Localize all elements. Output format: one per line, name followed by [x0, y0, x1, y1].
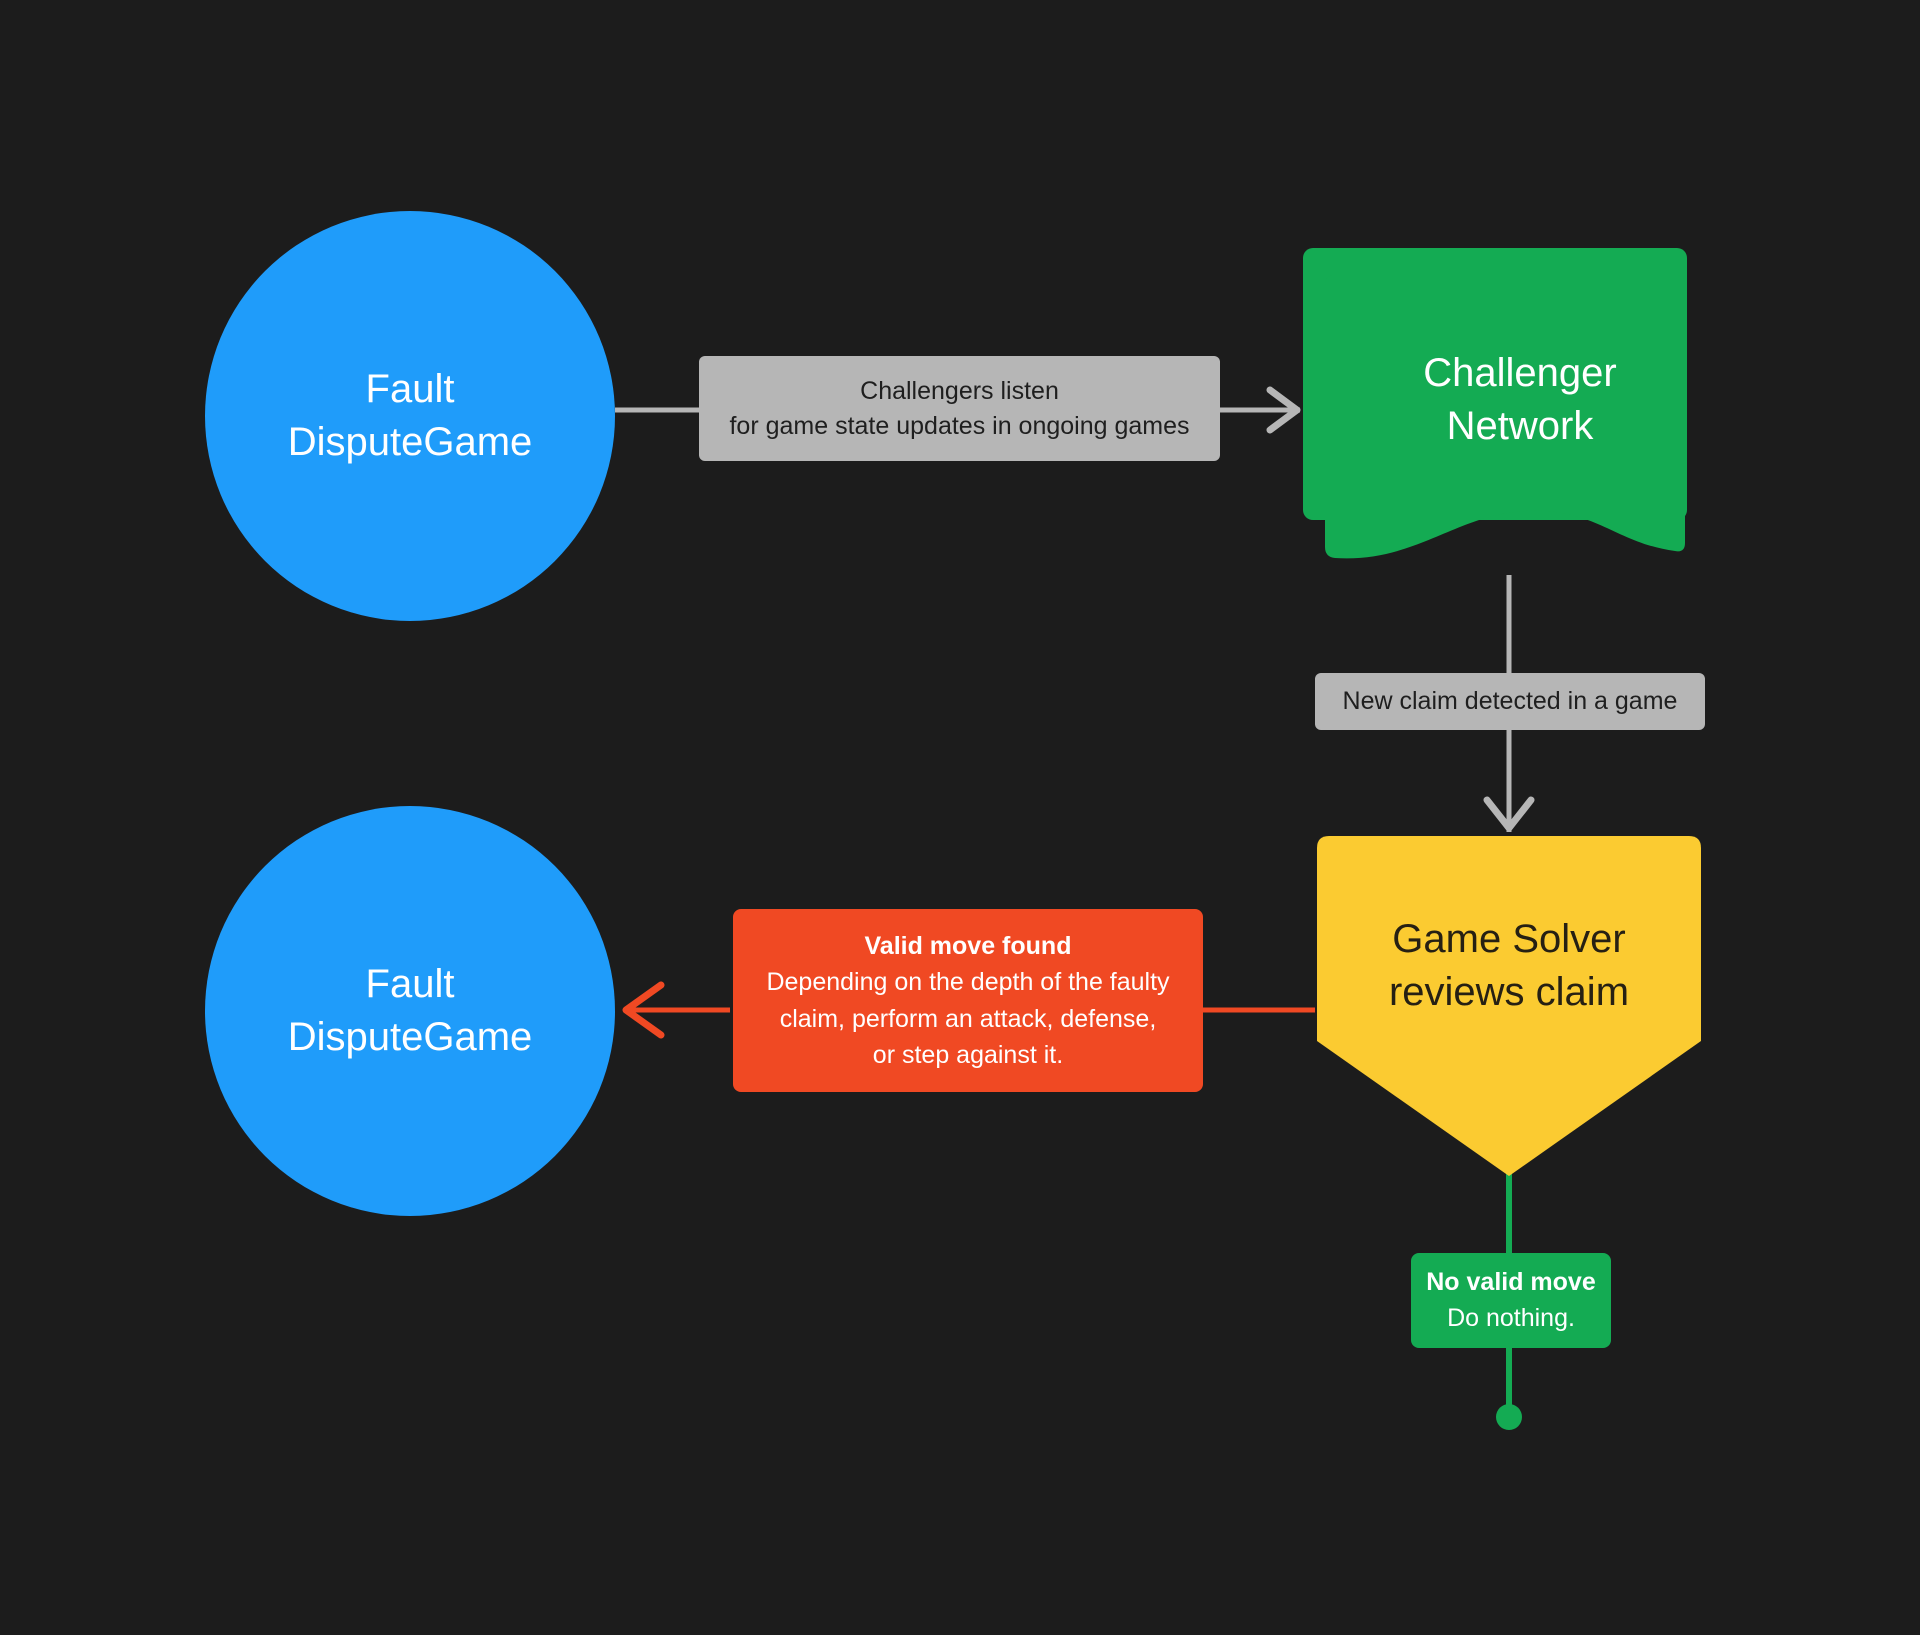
node-label: Fault DisputeGame — [287, 367, 533, 464]
terminator-dot — [1496, 1404, 1522, 1430]
node-label: Fault DisputeGame — [287, 962, 533, 1059]
edge-label-text: New claim detected in a game — [1342, 687, 1678, 716]
arrowhead-left-icon — [622, 981, 665, 1039]
node-challenger-network[interactable]: Challenger Network — [1303, 248, 1715, 570]
arrowhead-down-icon — [1483, 796, 1535, 832]
edge-label-title: No valid move — [1426, 1268, 1596, 1296]
edge-label-body: Do nothing. — [1447, 1303, 1575, 1332]
shield-shape — [1317, 836, 1701, 1176]
edge-label-no-valid-move: No valid move Do nothing. — [1411, 1253, 1611, 1348]
edge-label-challengers-listen: Challengers listen for game state update… — [699, 356, 1220, 461]
node-label: Challenger Network — [1423, 351, 1617, 448]
edge-label-valid-move-found: Valid move found Depending on the depth … — [733, 909, 1203, 1092]
edge-label-text: Challengers listen for game state update… — [729, 377, 1190, 440]
edge-no-valid-move — [1496, 1172, 1522, 1430]
node-fault-dispute-game-top[interactable]: Fault DisputeGame — [205, 211, 615, 621]
edge-new-claim — [1483, 575, 1535, 832]
node-fault-dispute-game-bottom[interactable]: Fault DisputeGame — [205, 806, 615, 1216]
node-game-solver[interactable]: Game Solver reviews claim — [1317, 836, 1701, 1176]
edge-valid-move — [622, 981, 1315, 1039]
arrowhead-right-icon — [1266, 386, 1301, 434]
node-label: Game Solver reviews claim — [1388, 917, 1630, 1014]
document-front-card — [1325, 275, 1715, 570]
edge-label-body: Depending on the depth of the faulty cla… — [766, 968, 1170, 1069]
edge-listen — [615, 386, 1301, 434]
edge-label-title: Valid move found — [864, 931, 1072, 960]
edge-label-new-claim-detected: New claim detected in a game — [1315, 673, 1705, 730]
